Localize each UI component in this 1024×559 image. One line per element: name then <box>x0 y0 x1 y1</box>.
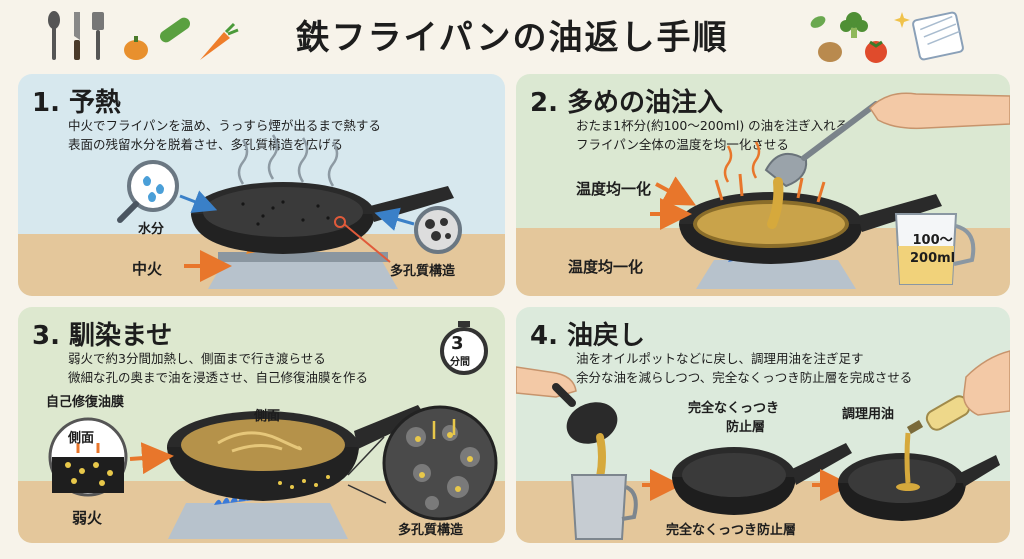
frying-pan-icon <box>191 182 454 254</box>
measuring-cup-icon <box>894 213 976 285</box>
heat-label: 中火 <box>132 260 163 278</box>
oil-pot-icon <box>570 474 638 540</box>
step-title: 1. 予熱 <box>32 88 122 118</box>
small-pan-icon <box>552 383 618 481</box>
pumpkin-icon <box>124 36 148 60</box>
broccoli-icon <box>840 12 868 38</box>
ladle-icon <box>764 101 879 229</box>
timer-icon <box>440 321 488 375</box>
step-4-panel: 4. 油戻し 油をオイルポットなどに戻し、調理用油を注ぎ足す 余分な油を減らしつ… <box>516 307 1010 543</box>
burner-icon <box>168 492 348 539</box>
carrot-icon <box>200 22 239 60</box>
layer-label-top: 完全なくっつき 防止層 <box>688 401 780 435</box>
preheat-illustration <box>117 134 462 289</box>
water-label: 水分 <box>138 222 165 237</box>
seasoning-illustration <box>48 321 498 539</box>
step-description: おたま1杯分(約100〜200ml) の油を注ぎ入れる フライパン全体の温度を均… <box>576 118 849 152</box>
side-pan-label: 側面 <box>254 409 281 424</box>
cucumber-icon <box>159 17 191 43</box>
zoom-pores-icon <box>382 405 498 521</box>
step-3-panel: 3. 馴染ませ 弱火で約3分間加熱し、側面まで行き渡らせる 微細な孔の奥まで油を… <box>18 307 505 543</box>
porous-label: 多孔質構造 <box>398 523 464 538</box>
oil-film-label: 自己修復油膜 <box>46 395 125 410</box>
leaf-icon <box>810 16 826 28</box>
sparkle-icon <box>894 12 910 28</box>
step-title: 2. 多めの油注入 <box>530 88 724 118</box>
step-1-panel: 1. 予熱 中火でフライパンを温め、うっすら煙が出るまで熱する 表面の残留水分を… <box>18 74 505 296</box>
frying-pan-with-oil-icon <box>838 453 1000 521</box>
towel-icon <box>912 11 964 61</box>
frying-pan-icon <box>167 405 426 501</box>
cooking-oil-label: 調理用油 <box>842 407 895 422</box>
hand-icon <box>869 92 1010 130</box>
spoon-icon <box>48 11 60 60</box>
kitchen-tools-decoration <box>48 11 239 60</box>
heat-waves <box>723 141 761 183</box>
vegetables-decoration <box>810 11 964 63</box>
magnifier-pores-icon <box>414 206 462 254</box>
knife-icon <box>74 12 80 60</box>
temp-label-top: 温度均一化 <box>576 180 652 198</box>
low-heat-label: 弱火 <box>72 509 103 527</box>
heat-arrows <box>714 173 826 203</box>
oil-pour-illustration <box>650 92 1010 289</box>
temp-label-bottom: 温度均一化 <box>568 258 644 276</box>
step-title: 4. 油戻し <box>530 321 646 351</box>
timer-unit: 分間 <box>450 357 470 368</box>
layer-label-bottom: 完全なくっつき防止層 <box>666 523 797 538</box>
frying-pan-icon <box>672 443 852 515</box>
timer-number: 3 <box>451 333 464 354</box>
oil-return-illustration <box>516 350 1010 540</box>
potato-icon <box>818 42 842 62</box>
magnifier-water-icon <box>117 160 179 223</box>
step-description: 油をオイルポットなどに戻し、調理用油を注ぎ足す 余分な油を減らしつつ、完全なくっ… <box>576 351 913 385</box>
smoke-icon <box>237 134 339 187</box>
cup-volume-label: 100〜 200ml <box>910 233 956 266</box>
tomato-icon <box>865 40 887 63</box>
page-title: 鉄フライパンの油返し手順 <box>295 18 729 58</box>
step-description: 弱火で約3分間加熱し、側面まで行き渡らせる 微細な孔の奥まで油を浸透させ、自己修… <box>68 351 369 385</box>
hand-icon <box>963 350 1010 416</box>
step-title: 3. 馴染ませ <box>32 321 173 351</box>
porous-label: 多孔質構造 <box>390 264 456 279</box>
spatula-icon <box>92 12 104 60</box>
step-2-panel: 2. 多めの油注入 おたま1杯分(約100〜200ml) の油を注ぎ入れる フラ… <box>516 74 1010 296</box>
zoom-side-icon <box>48 417 128 497</box>
side-zoom-label: 側面 <box>68 431 95 446</box>
step-description: 中火でフライパンを温め、うっすら煙が出るまで熱する 表面の残留水分を脱着させ、多… <box>68 118 381 152</box>
